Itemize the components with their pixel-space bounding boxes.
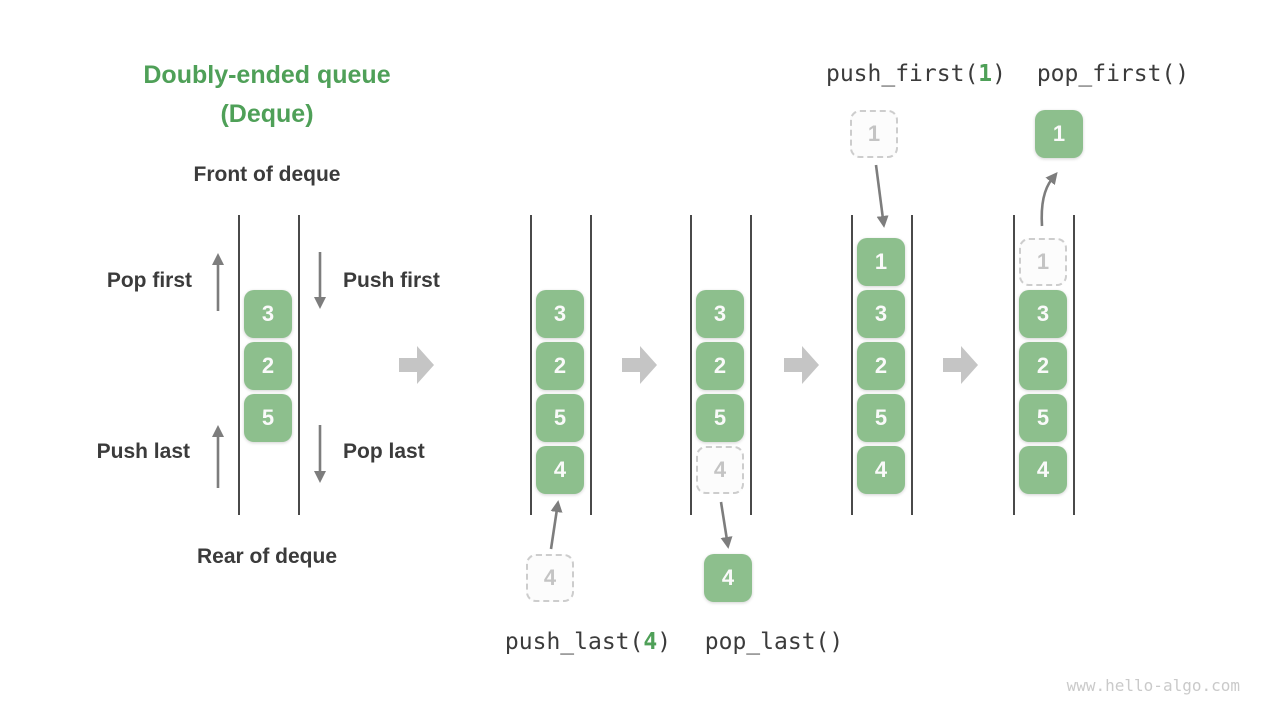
watermark: www.hello-algo.com [1066,676,1240,695]
queue-cell: 2 [1019,342,1067,390]
push-first-label: Push first [343,269,440,292]
queue-wall [851,215,853,515]
pop-last-code-label: pop_last() [704,629,844,655]
push-first-code-label: push_first(1) [826,61,1006,87]
code-text: ) [657,629,672,655]
queue-cell-ghost: 4 [696,446,744,494]
code-text: push_last( [504,629,644,655]
push-last-insert-arrow-icon [549,500,563,550]
code-arg: 4 [643,629,658,655]
queue-cell: 2 [244,342,292,390]
front-of-deque-label: Front of deque [193,163,341,186]
queue-cell: 5 [857,394,905,442]
queue-wall [298,215,300,515]
rear-of-deque-label: Rear of deque [196,545,338,568]
title-line1: Doubly-ended queue [143,61,391,89]
queue-cell: 1 [857,238,905,286]
queue-cell: 2 [696,342,744,390]
queue-cell: 3 [536,290,584,338]
pop-first-label: Pop first [106,269,192,292]
pop-first-code-label: pop_first() [1036,61,1190,87]
push-first-insert-arrow-icon [874,164,889,228]
step-arrow-icon [622,346,657,384]
queue-cell: 5 [536,394,584,442]
title-line2: (Deque) [220,100,314,128]
pop-last-remove-arrow-icon [719,501,733,549]
queue-wall [750,215,752,515]
queue-wall [690,215,692,515]
code-text: ) [992,61,1007,87]
queue-cell: 3 [1019,290,1067,338]
queue-cell: 5 [1019,394,1067,442]
queue-cell: 4 [536,446,584,494]
queue-cell: 2 [536,342,584,390]
step-arrow-icon [784,346,819,384]
push-last-input-cell: 4 [526,554,574,602]
queue-wall [238,215,240,515]
queue-wall [530,215,532,515]
step-arrow-icon [943,346,978,384]
queue-cell: 4 [857,446,905,494]
queue-wall [590,215,592,515]
code-text: push_first( [825,61,979,87]
push-first-input-cell: 1 [850,110,898,158]
pop-first-remove-arrow-icon [1040,171,1058,227]
queue-cell: 3 [696,290,744,338]
page-title: Doubly-ended queue (Deque) [143,56,390,134]
pop-last-label: Pop last [343,440,425,463]
queue-wall [1013,215,1015,515]
queue-cell: 2 [857,342,905,390]
queue-cell: 5 [696,394,744,442]
queue-cell: 3 [857,290,905,338]
code-arg: 1 [978,61,993,87]
queue-cell-ghost: 1 [1019,238,1067,286]
pop-first-output-cell: 1 [1035,110,1083,158]
queue-cell: 4 [1019,446,1067,494]
queue-cell: 3 [244,290,292,338]
push-last-code-label: push_last(4) [505,629,671,655]
push-last-label: Push last [96,440,190,463]
step-arrow-icon [399,346,434,384]
queue-wall [1073,215,1075,515]
pop-last-output-cell: 4 [704,554,752,602]
queue-cell: 5 [244,394,292,442]
queue-wall [911,215,913,515]
